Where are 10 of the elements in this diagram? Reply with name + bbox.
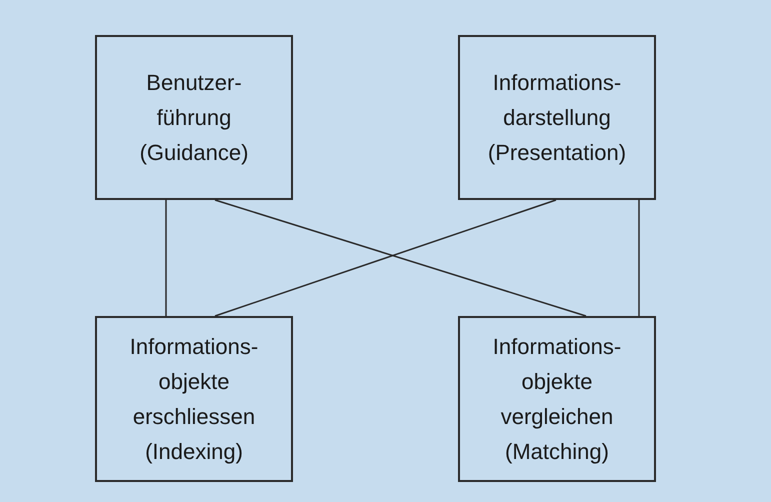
process-box bbox=[95, 316, 293, 482]
box-label: Informations- objekte erschliessen (Indexing) bbox=[128, 333, 260, 466]
box-label: Benutzer- führung (Guidance) bbox=[138, 69, 250, 167]
connector-line bbox=[165, 200, 167, 316]
process-box bbox=[458, 35, 656, 200]
connector-line bbox=[638, 200, 640, 316]
process-box bbox=[458, 316, 656, 482]
box-label: Informations- darstellung (Presentation) bbox=[486, 69, 628, 167]
box-label: Informations- objekte vergleichen (Matching) bbox=[492, 333, 622, 466]
process-box bbox=[95, 35, 293, 200]
